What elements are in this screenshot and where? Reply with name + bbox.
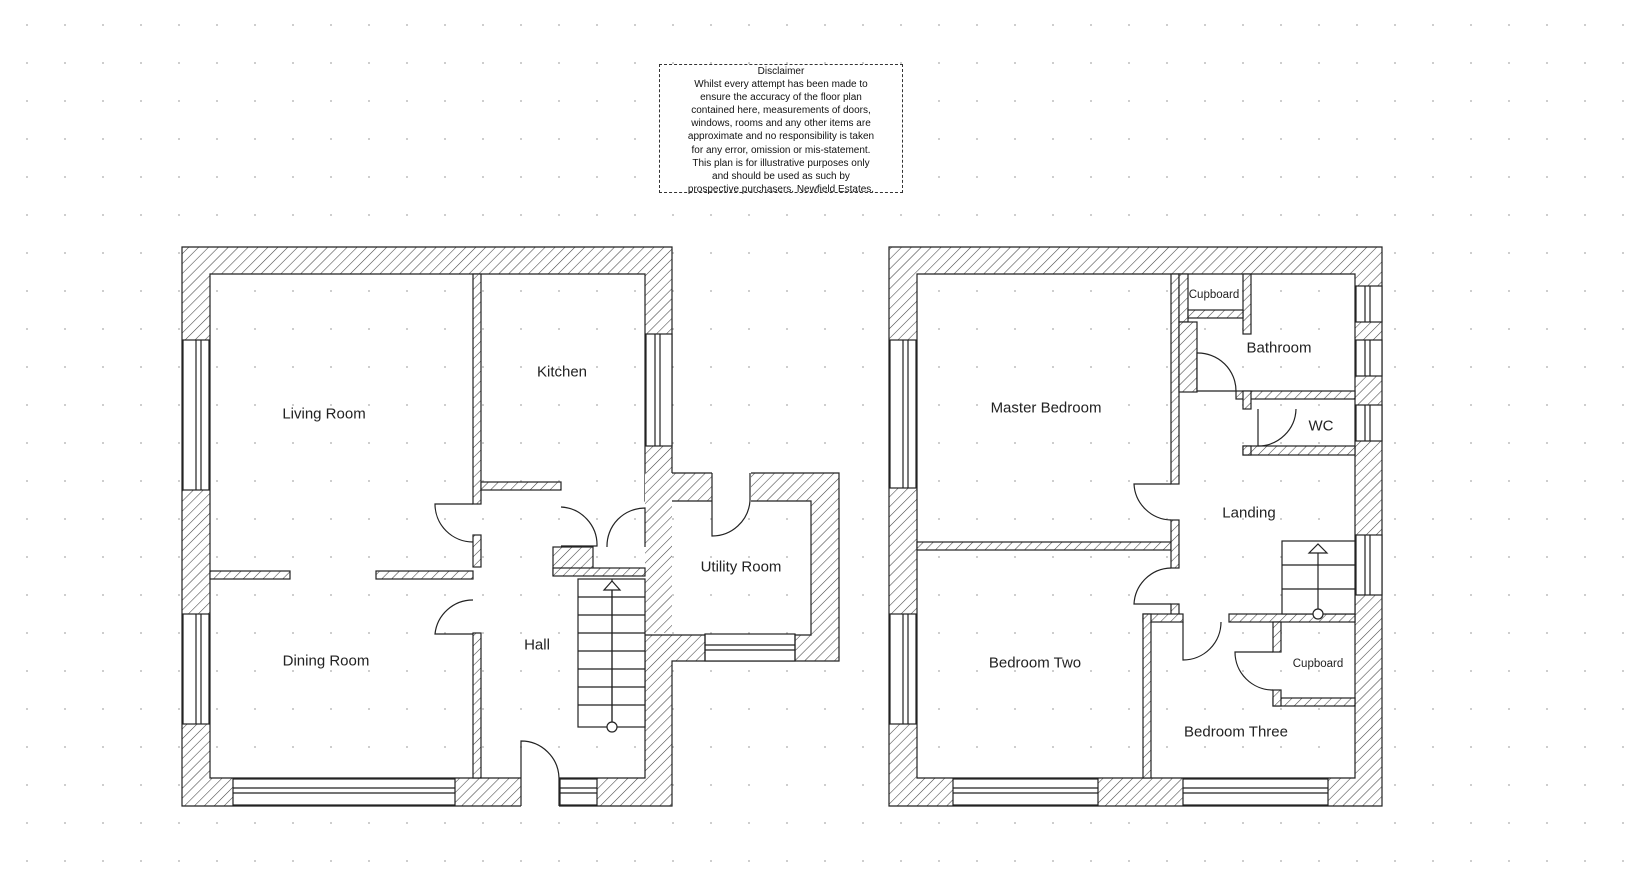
label-bedroom-two: Bedroom Two [988,654,1082,672]
first-floor-outer-walls [888,246,1383,807]
disclaimer-line: contained here, measurements of doors, [691,105,871,117]
label-kitchen: Kitchen [536,363,588,381]
wall-master-landing [1170,273,1180,485]
label-landing: Landing [1222,504,1276,522]
wall-cupboard-bottom [1187,309,1244,319]
disclaimer-line: approximate and no responsibility is tak… [687,131,875,143]
wall-wc-landing-bottom [1242,445,1356,456]
label-hall: Hall [524,636,550,654]
wall-cupboard-bottom-left2 [1272,689,1282,707]
utility-window [704,633,796,662]
ground-floor-plan [181,246,840,807]
wall-kitchen-hall [480,481,562,491]
first-floor-windows [889,285,1383,806]
disclaimer-title: Disclaimer [757,66,805,77]
disclaimer-line: and should be used as such by [712,170,850,182]
ground-floor-outer-walls [181,246,840,807]
wall-cupboard-top-left2 [1178,321,1198,393]
disclaimer-line: for any error, omission or mis-statement… [691,144,871,156]
label-dining-room: Dining Room [282,652,370,670]
wall-bed-three-left [1142,613,1152,779]
front-door [520,740,560,779]
wall-hall-west [472,534,482,568]
label-master-bedroom: Master Bedroom [990,399,1102,417]
wall-hall-west-lower [472,632,482,779]
label-bathroom: Bathroom [1246,339,1312,357]
wall-bed-three-top2 [1228,613,1356,623]
wall-cupboard-bottom-base [1272,697,1356,707]
wall-cupboard-top-left [1178,273,1189,323]
utility-door [711,500,751,537]
ground-floor-windows [182,333,673,806]
wall-kitchen-stub2 [552,567,646,577]
first-floor-plan [888,246,1383,807]
label-cupboard-bottom: Cupboard [1292,658,1344,670]
ground-floor-stairs [577,578,646,733]
first-floor-doors [1133,352,1297,691]
disclaimer-line: Whilst every attempt has been made to [694,79,868,91]
disclaimer-line: prospective purchasers. Newfield Estates… [687,183,875,195]
label-bedroom-three: Bedroom Three [1184,723,1288,741]
label-cupboard-top: Cupboard [1188,289,1240,301]
disclaimer-box: Disclaimer Whilst every attempt has been… [659,64,903,195]
ground-floor-doors [434,503,646,635]
wall-living-dining-right [375,570,474,580]
utility-inner-wall [645,473,672,633]
label-living-room: Living Room [282,405,366,423]
wall-cupboard-bath [1242,273,1252,335]
wall-living-dining-left [209,570,291,580]
label-utility-room: Utility Room [700,558,782,576]
wall-wc-landing-side [1242,445,1252,456]
first-floor-stairs [1281,540,1356,620]
wall-living-kitchen [472,273,482,505]
wall-wc-landing-top [1242,390,1252,410]
label-wc: WC [1308,417,1334,435]
disclaimer-line: windows, rooms and any other items are [691,118,871,130]
disclaimer-line: ensure the accuracy of the floor plan [700,92,862,104]
wall-master-landing-2 [1170,519,1180,569]
wall-cupboard-bottom-left [1272,621,1282,653]
front-door-gap [521,777,559,807]
disclaimer-line: This plan is for illustrative purposes o… [692,157,870,169]
wall-bath-wc [1235,390,1356,400]
utility-door-gap [712,472,751,502]
wall-master-bed-two [916,541,1172,551]
